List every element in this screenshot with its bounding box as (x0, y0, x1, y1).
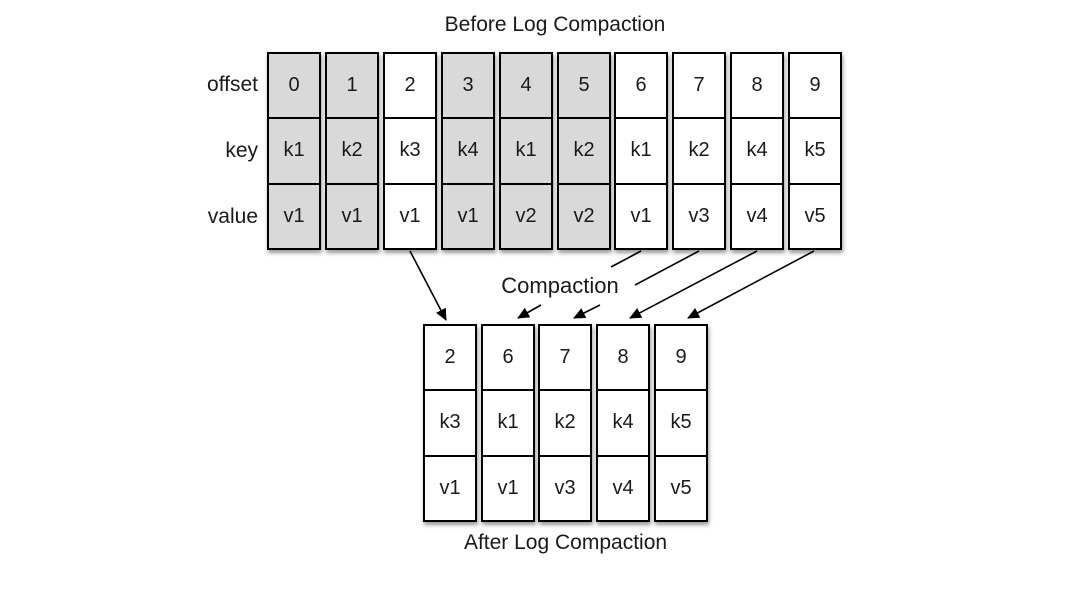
value-cell: v1 (385, 182, 435, 248)
key-cell: k4 (443, 117, 493, 182)
offset-cell: 7 (559, 346, 571, 369)
key-cell: k1 (501, 117, 551, 182)
offset-cell: 9 (809, 74, 821, 97)
key-cell: k4 (598, 389, 648, 454)
key-cell: k3 (385, 117, 435, 182)
row-label-value: value (207, 205, 258, 228)
value-cell: v1 (616, 182, 666, 248)
offset-cell: 9 (675, 346, 687, 369)
value-cell: v5 (790, 182, 840, 248)
offset-cell: 8 (617, 346, 629, 369)
value-cell: v1 (327, 182, 377, 248)
key-cell: k1 (269, 117, 319, 182)
key-cell: k2 (540, 389, 590, 454)
offset-cell: 6 (502, 346, 514, 369)
before-table-title: Before Log Compaction (444, 13, 666, 36)
key-cell: k4 (732, 117, 782, 182)
row-label-key: key (225, 139, 258, 162)
offset-cell: 2 (404, 74, 416, 97)
after-table-title: After Log Compaction (463, 531, 668, 554)
offset-cell: 3 (462, 74, 474, 97)
key-cell: k3 (425, 389, 475, 454)
compaction-label: Compaction (501, 273, 619, 298)
key-cell: k1 (483, 389, 533, 454)
offset-cell: 0 (288, 74, 300, 97)
arrow-offset-2 (409, 250, 447, 321)
value-cell: v4 (732, 182, 782, 248)
value-cell: v1 (483, 454, 533, 520)
value-cell: v4 (598, 454, 648, 520)
offset-cell: 2 (444, 346, 456, 369)
key-cell: k2 (674, 117, 724, 182)
value-cell: v2 (501, 182, 551, 248)
value-cell: v1 (269, 182, 319, 248)
offset-cell: 6 (635, 74, 647, 97)
value-cell: v3 (540, 454, 590, 520)
key-cell: k5 (656, 389, 706, 454)
offset-cell: 1 (346, 74, 358, 97)
value-cell: v5 (656, 454, 706, 520)
arrow-offset-9 (687, 250, 815, 319)
key-cell: k2 (559, 117, 609, 182)
offset-cell: 7 (693, 74, 705, 97)
row-label-offset: offset (207, 73, 258, 96)
offset-cell: 8 (751, 74, 763, 97)
value-cell: v1 (425, 454, 475, 520)
key-cell: k2 (327, 117, 377, 182)
key-cell: k5 (790, 117, 840, 182)
value-cell: v2 (559, 182, 609, 248)
value-cell: v3 (674, 182, 724, 248)
value-cell: v1 (443, 182, 493, 248)
key-cell: k1 (616, 117, 666, 182)
offset-cell: 4 (520, 74, 532, 97)
offset-cell: 5 (578, 74, 590, 97)
